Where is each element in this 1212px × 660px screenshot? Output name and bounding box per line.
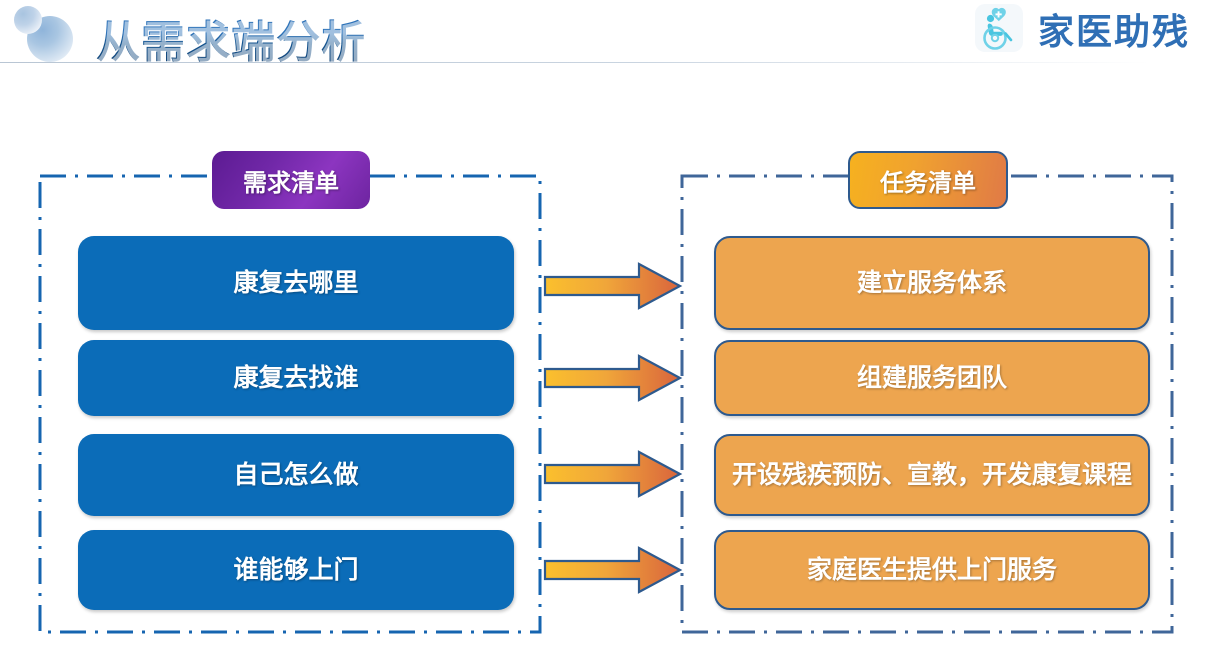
task-item-3-label: 开设残疾预防、宣教，开发康复课程	[731, 461, 1132, 489]
flow-arrow-1	[543, 260, 683, 312]
header-divider	[0, 62, 1150, 63]
page-header: 从需求端分析 家医助残	[0, 0, 1212, 70]
brand-logo: 家医助残	[972, 2, 1190, 56]
task-panel-badge: 任务清单	[848, 151, 1008, 209]
demand-item-4[interactable]: 谁能够上门	[78, 530, 514, 610]
task-item-3[interactable]: 开设残疾预防、宣教，开发康复课程	[714, 434, 1150, 516]
demand-panel-badge: 需求清单	[212, 151, 370, 209]
task-item-4-label: 家庭医生提供上门服务	[806, 556, 1057, 584]
demand-item-4-label: 谁能够上门	[233, 556, 359, 584]
brand-name: 家医助残	[1037, 12, 1190, 52]
demand-item-1-label: 康复去哪里	[233, 269, 359, 297]
task-item-2-label: 组建服务团队	[856, 364, 1007, 392]
task-item-1[interactable]: 建立服务体系	[714, 236, 1150, 330]
page-title: 从需求端分析	[96, 6, 366, 70]
decorative-circle-small-icon	[14, 6, 42, 34]
flow-arrow-3	[543, 448, 683, 500]
task-item-2[interactable]: 组建服务团队	[714, 340, 1150, 416]
flow-arrow-4	[543, 544, 683, 596]
demand-item-1[interactable]: 康复去哪里	[78, 236, 514, 330]
wheelchair-heart-icon	[972, 2, 1026, 56]
demand-item-2-label: 康复去找谁	[233, 364, 359, 392]
task-item-1-label: 建立服务体系	[856, 269, 1007, 297]
demand-item-3-label: 自己怎么做	[233, 461, 359, 489]
task-item-4[interactable]: 家庭医生提供上门服务	[714, 530, 1150, 610]
demand-item-3[interactable]: 自己怎么做	[78, 434, 514, 516]
flow-arrow-2	[543, 352, 683, 404]
demand-item-2[interactable]: 康复去找谁	[78, 340, 514, 416]
